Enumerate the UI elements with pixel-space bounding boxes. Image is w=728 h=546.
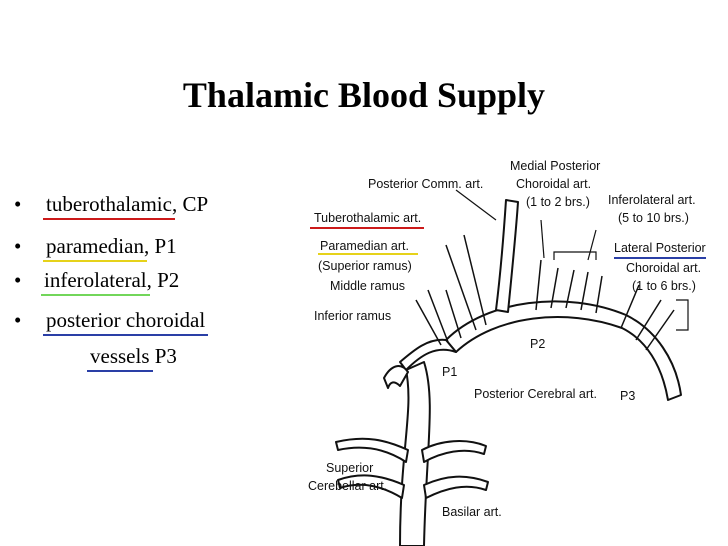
p1-segment: [399, 338, 457, 371]
term-suffix: P3: [149, 344, 177, 368]
superior-cerebellar-right-upper: [421, 440, 487, 463]
slide-title: Thalamic Blood Supply: [182, 75, 546, 115]
posterior-cerebral-artery: [445, 300, 682, 401]
term-paramedian: paramedian: [46, 234, 144, 258]
label-middle-ramus: Middle ramus: [330, 279, 405, 293]
term-vessels: vessels: [90, 344, 150, 368]
perforating-branches: [415, 234, 675, 351]
vessel-stub: [383, 365, 409, 389]
label-tuberothalamic: Tuberothalamic art.: [314, 211, 421, 225]
label-choroidal-art: Choroidal art.: [516, 177, 591, 191]
label-paramedian: Paramedian art.: [320, 239, 409, 253]
label-superior-ramus: (Superior ramus): [318, 259, 412, 273]
bullet-dot: •: [14, 308, 22, 332]
label-five-to-ten: (5 to 10 brs.): [618, 211, 689, 225]
label-p3: P3: [620, 389, 635, 403]
superior-cerebellar-lower: [337, 474, 405, 499]
superior-cerebellar-upper: [335, 437, 409, 463]
posterior-comm-artery: [495, 199, 519, 313]
term-suffix: , P1: [143, 234, 177, 258]
term-tuberothalamic: tuberothalamic: [46, 192, 172, 216]
bullet-dot: •: [14, 234, 22, 258]
label-cerebellar: Cerebellar art.: [308, 479, 387, 493]
basilar-artery: [399, 361, 431, 546]
label-posterior-cerebral: Posterior Cerebral art.: [474, 387, 597, 401]
term-suffix: , CP: [171, 192, 209, 216]
label-superior: Superior: [326, 461, 373, 475]
label-one-to-two: (1 to 2 brs.): [526, 195, 590, 209]
label-inferolateral: Inferolateral art.: [608, 193, 696, 207]
thalamic-artery-diagram: Medial Posterior Choroidal art. (1 to 2 …: [308, 159, 706, 546]
term-inferolateral: inferolateral: [44, 268, 147, 292]
bullet-dot: •: [14, 268, 22, 292]
label-one-to-six: (1 to 6 brs.): [632, 279, 696, 293]
bullet-continuation: vessels P3: [90, 344, 177, 369]
label-inferior-ramus: Inferior ramus: [314, 309, 391, 323]
term-posterior-choroidal: posterior choroidal: [46, 308, 206, 332]
bullet-dot: •: [14, 192, 22, 216]
label-p1: P1: [442, 365, 457, 379]
label-posterior-comm: Posterior Comm. art.: [368, 177, 483, 191]
label-medial-posterior: Medial Posterior: [510, 159, 600, 173]
term-suffix: , P2: [146, 268, 180, 292]
label-lateral-posterior: Lateral Posterior: [614, 241, 706, 255]
label-p2: P2: [530, 337, 545, 351]
label-basilar: Basilar art.: [442, 505, 502, 519]
label-choroidal-art-2: Choroidal art.: [626, 261, 701, 275]
label-pointers: [455, 189, 689, 331]
superior-cerebellar-right-lower: [423, 475, 489, 499]
